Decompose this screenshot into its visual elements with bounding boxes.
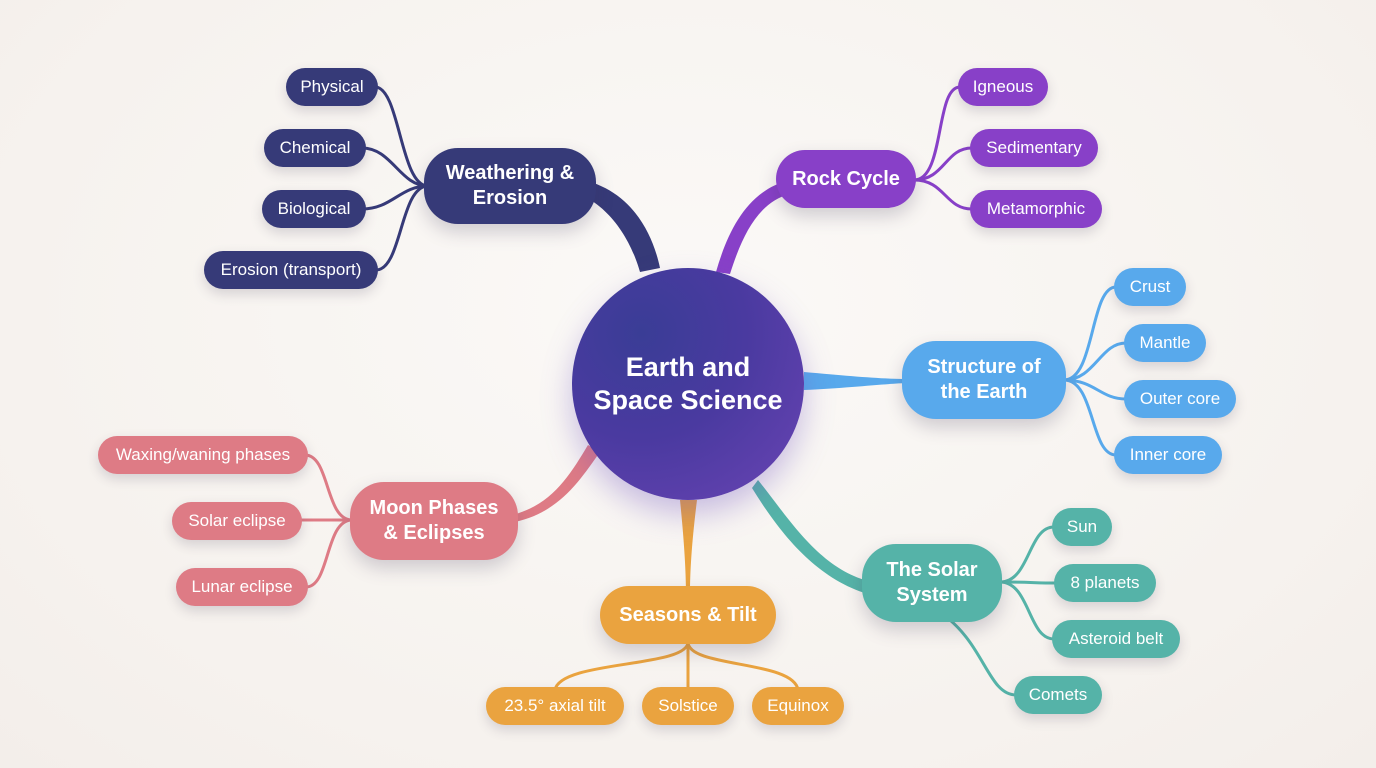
trunk-seasons	[680, 500, 697, 595]
trunk-solar-system	[752, 480, 872, 594]
trunk-structure	[804, 372, 908, 390]
branch-label-line2: Erosion	[472, 187, 548, 209]
branch-label-line1: Weathering &	[445, 162, 575, 184]
leaf-chemical[interactable]: Chemical	[264, 129, 366, 167]
leaf-crust[interactable]: Crust	[1114, 268, 1186, 306]
links-solar-system	[949, 525, 1057, 697]
leaf-biological[interactable]: Biological	[262, 190, 366, 228]
branch-structure-of-earth[interactable]: Structure of the Earth	[902, 341, 1066, 419]
links-structure	[1063, 285, 1127, 457]
leaf-8-planets[interactable]: 8 planets	[1054, 564, 1156, 602]
leaf-comets[interactable]: Comets	[1014, 676, 1102, 714]
leaf-solar-eclipse[interactable]: Solar eclipse	[172, 502, 302, 540]
leaf-igneous[interactable]: Igneous	[958, 68, 1048, 106]
branch-solar-system[interactable]: The Solar System	[862, 544, 1002, 622]
branch-label-line1: The Solar	[886, 559, 978, 581]
leaf-axial-tilt[interactable]: 23.5° axial tilt	[486, 687, 624, 725]
trunk-weathering	[560, 178, 660, 272]
links-rock-cycle	[913, 85, 973, 211]
leaf-outer-core[interactable]: Outer core	[1124, 380, 1236, 418]
links-weathering	[361, 85, 429, 272]
branch-rock-cycle[interactable]: Rock Cycle	[776, 150, 916, 208]
leaf-asteroid-belt[interactable]: Asteroid belt	[1052, 620, 1180, 658]
trunk-moon	[512, 445, 600, 522]
leaf-lunar-eclipse[interactable]: Lunar eclipse	[176, 568, 308, 606]
branch-label-line2: & Eclipses	[383, 522, 485, 544]
links-seasons	[553, 641, 800, 691]
leaf-physical[interactable]: Physical	[286, 68, 378, 106]
leaf-equinox[interactable]: Equinox	[752, 687, 844, 725]
leaf-inner-core[interactable]: Inner core	[1114, 436, 1222, 474]
branch-seasons-tilt[interactable]: Seasons & Tilt	[600, 586, 776, 644]
branch-label-line1: Structure of	[927, 356, 1041, 378]
center-label-line2: Space Science	[593, 385, 783, 415]
branch-label-line2: System	[896, 584, 968, 606]
links-moon	[300, 453, 353, 589]
leaf-sedimentary[interactable]: Sedimentary	[970, 129, 1098, 167]
branch-moon-phases-eclipses[interactable]: Moon Phases & Eclipses	[350, 482, 518, 560]
center-node[interactable]: Earth and Space Science	[572, 268, 804, 500]
leaf-erosion-transport[interactable]: Erosion (transport)	[204, 251, 378, 289]
leaf-metamorphic[interactable]: Metamorphic	[970, 190, 1102, 228]
center-label-line1: Earth and	[625, 352, 751, 382]
leaf-mantle[interactable]: Mantle	[1124, 324, 1206, 362]
branch-weathering-erosion[interactable]: Weathering & Erosion	[424, 148, 596, 224]
leaf-waxing-waning-phases[interactable]: Waxing/waning phases	[98, 436, 308, 474]
branch-label-line2: the Earth	[940, 381, 1028, 403]
leaf-solstice[interactable]: Solstice	[642, 687, 734, 725]
branch-label-line1: Moon Phases	[369, 497, 499, 519]
trunk-rock-cycle	[716, 180, 790, 274]
leaf-sun[interactable]: Sun	[1052, 508, 1112, 546]
